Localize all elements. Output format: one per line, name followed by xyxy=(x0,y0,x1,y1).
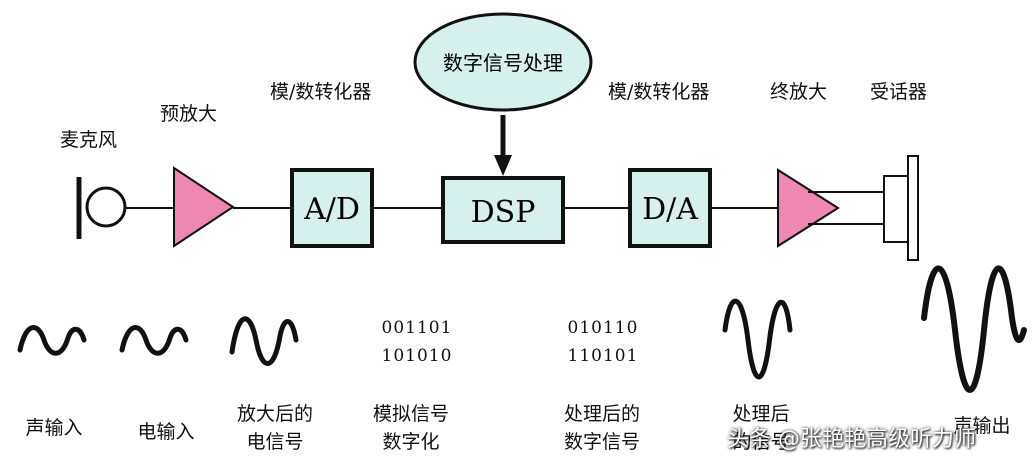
da-box xyxy=(628,168,712,248)
sound-input-wave xyxy=(17,325,87,356)
receiver-icon xyxy=(808,155,919,261)
preamp-triangle xyxy=(173,166,235,248)
microphone-icon xyxy=(76,177,127,239)
dsp-arrow-head xyxy=(494,155,512,176)
caption-electric-input: 电输入 xyxy=(137,421,195,443)
dac-label: 模/数转化器 xyxy=(608,81,710,103)
ad-box xyxy=(290,168,374,248)
final-amp-triangle xyxy=(777,168,840,248)
adc-bits: 001101 101010 xyxy=(381,318,453,366)
dsp-cloud xyxy=(413,12,593,112)
dsp-cloud-label: 数字信号处理 xyxy=(443,51,563,75)
caption-amplified-signal: 放大后的 电信号 xyxy=(236,403,313,453)
dsp-bits: 010110 110101 xyxy=(567,318,639,366)
da-box-label: D/A xyxy=(642,192,698,227)
processed-analog-wave xyxy=(722,298,793,380)
preamp-label: 预放大 xyxy=(160,103,218,125)
receiver-label: 受话器 xyxy=(870,81,928,103)
watermark: 头条 @张艳艳高级听力师 xyxy=(727,427,976,452)
ad-box-label: A/D xyxy=(303,192,360,227)
caption-digitized: 模拟信号 数字化 xyxy=(372,403,449,453)
sound-output-wave xyxy=(921,265,1027,393)
caption-sound-input: 声输入 xyxy=(25,417,83,439)
caption-processed-analog: 处理后 的信号 xyxy=(732,403,790,453)
caption-sound-output: 声输出 xyxy=(953,415,1011,437)
dsp-box-label: DSP xyxy=(471,195,536,230)
electric-input-wave xyxy=(119,325,189,356)
final-amp-label: 终放大 xyxy=(770,81,828,103)
caption-processed-digital: 处理后的 数字信号 xyxy=(563,403,640,453)
amplified-wave xyxy=(229,316,299,366)
adc-label: 模/数转化器 xyxy=(270,81,372,103)
dsp-box xyxy=(441,176,565,244)
mic-label: 麦克风 xyxy=(60,129,118,151)
